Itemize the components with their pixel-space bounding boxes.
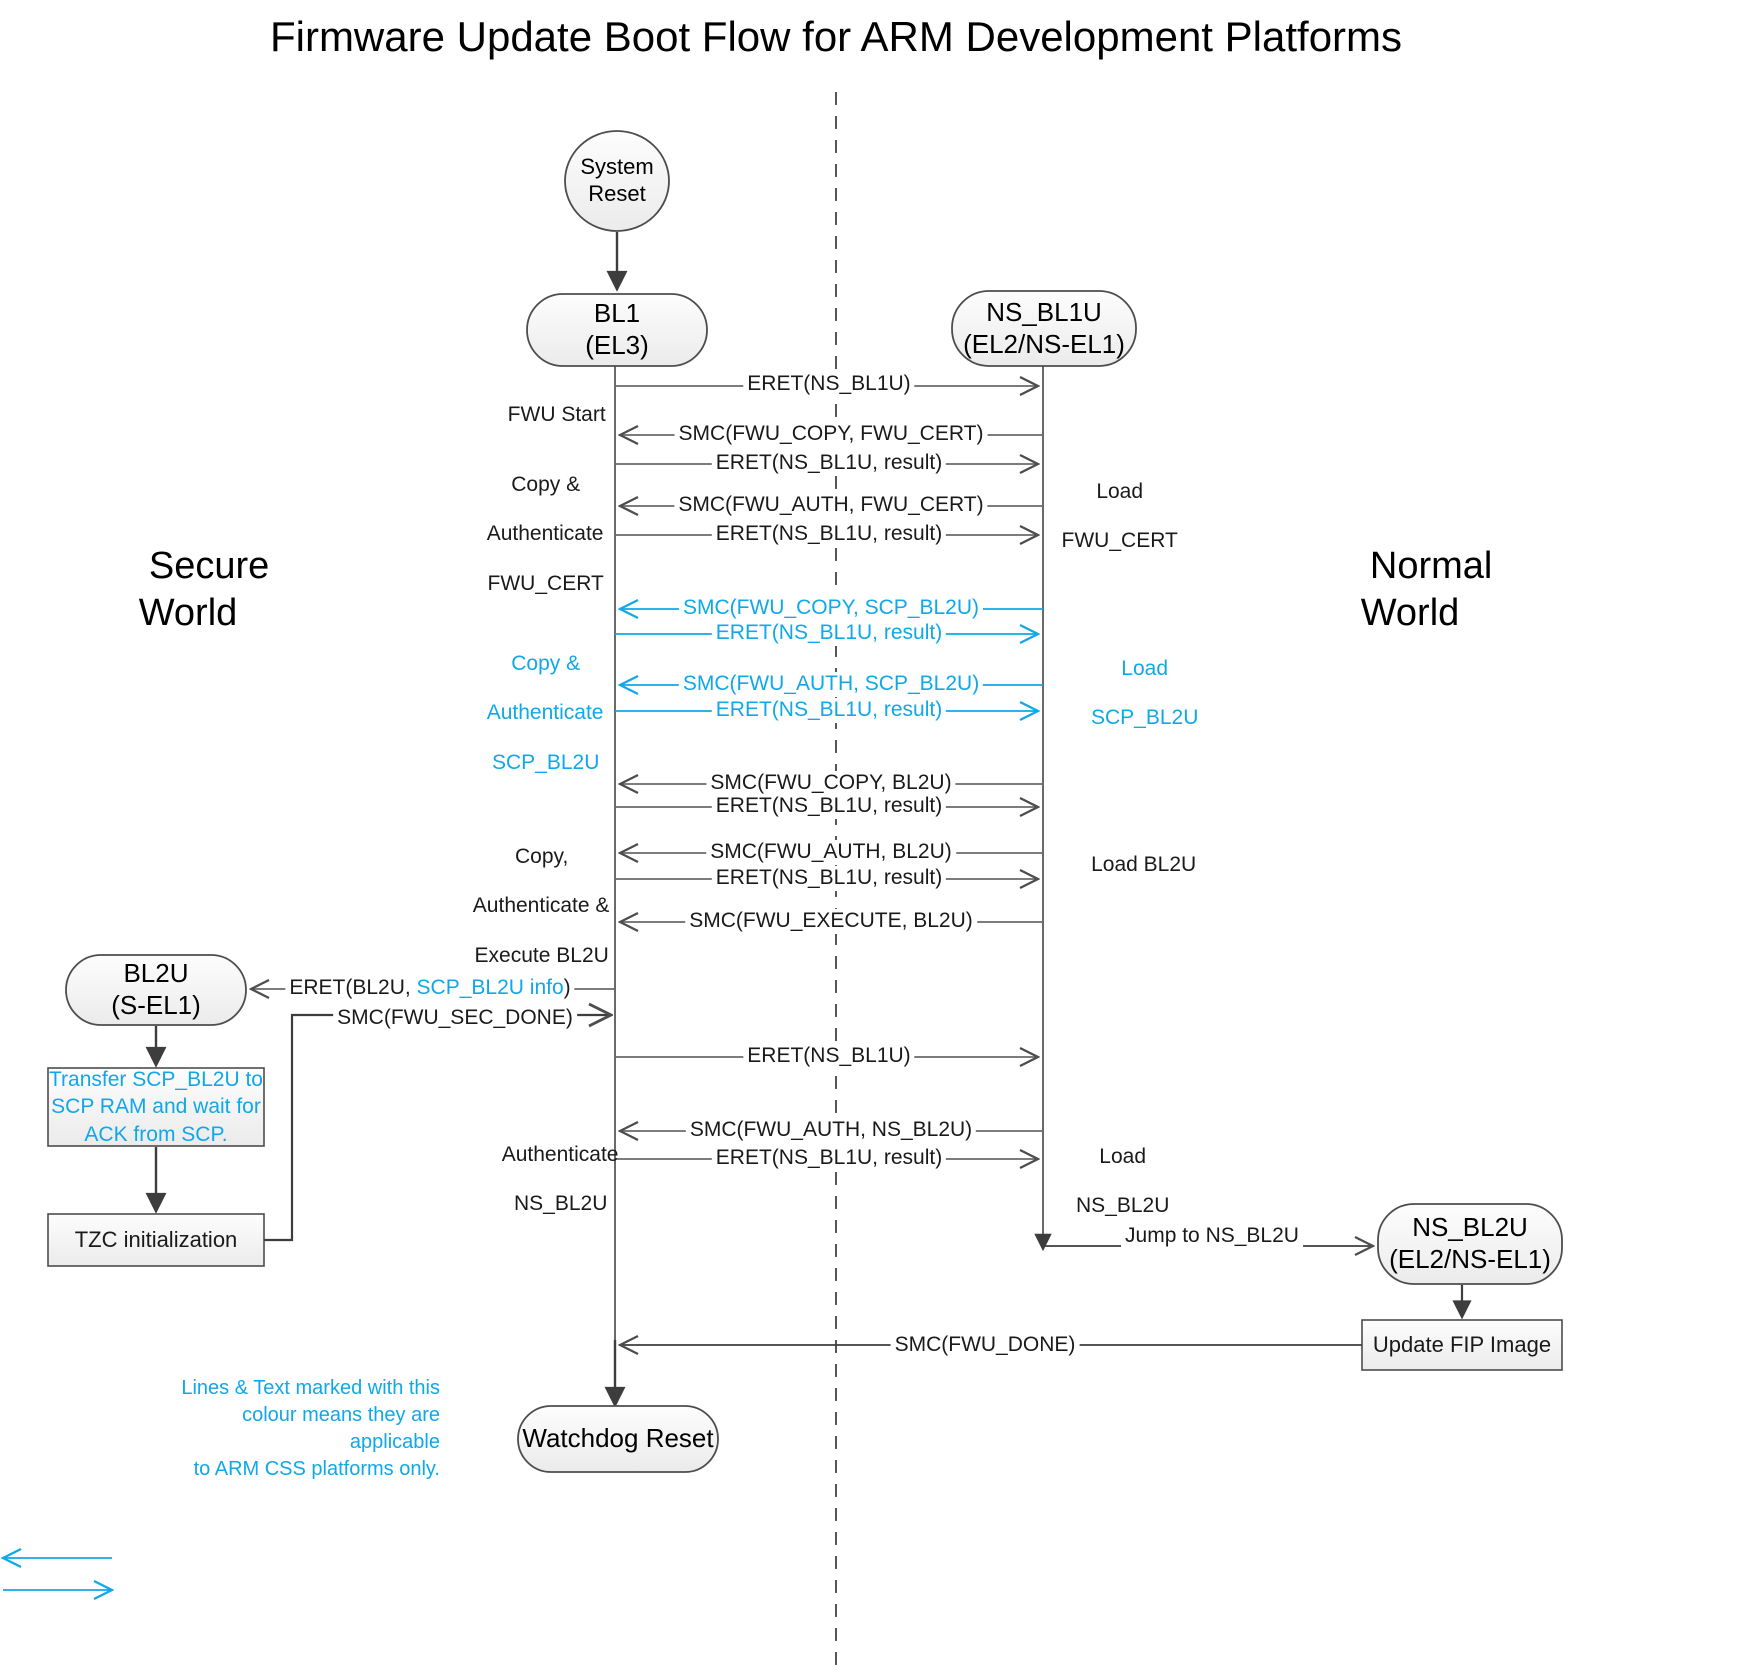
msg-label-m5: ERET(NS_BL1U, result) [711,522,947,547]
msg-label-m6: SMC(FWU_COPY, SCP_BL2U) [678,596,984,621]
annotation-authenticate-ns-bl2u: Authenticate NS_BL2U [501,1142,619,1216]
msg-label-m2: SMC(FWU_COPY, FWU_CERT) [674,422,988,447]
msg-label-m16: ERET(NS_BL1U) [743,1044,915,1069]
box-label-transfer-scp: Transfer SCP_BL2U to SCP RAM and wait fo… [49,1068,263,1146]
annotation-copy-auth-exec-bl2u: Copy, Authenticate & Execute BL2U [472,844,610,967]
annotation-load-bl2u: Load BL2U [1091,852,1197,876]
annotation-load-ns-bl2u: Load NS_BL2U [1075,1144,1170,1218]
msg-label-m4: SMC(FWU_AUTH, FWU_CERT) [674,493,988,518]
msg-label-m12: SMC(FWU_AUTH, BL2U) [706,840,956,865]
node-ns-bl2u [1377,1203,1563,1285]
node-bl1 [526,293,708,367]
msg-label-m7: ERET(NS_BL1U, result) [711,621,947,646]
msg-label-m9: ERET(NS_BL1U, result) [711,698,947,723]
annotation-load-scp-bl2u: Load SCP_BL2U [1090,656,1199,730]
eret-bl2u-prefix: ERET(BL2U, [289,976,417,999]
box-transfer-scp [47,1067,265,1147]
node-system-reset [564,130,670,232]
box-update-fip [1361,1319,1563,1371]
msg-label-m10: SMC(FWU_COPY, BL2U) [706,771,956,796]
msg-label-m14: SMC(FWU_EXECUTE, BL2U) [685,909,977,934]
node-bl2u [65,954,247,1026]
msg-label-m18: ERET(NS_BL1U, result) [711,1146,947,1171]
msg-label-m20: SMC(FWU_DONE) [890,1333,1080,1358]
msg-label-m3: ERET(NS_BL1U, result) [711,451,947,476]
annotation-fwu-start: FWU Start [507,402,606,426]
node-ns-bl1u [951,290,1137,367]
box-label-update-fip: Update FIP Image [1372,1331,1552,1357]
box-label-tzc-init: TZC initialization [74,1226,238,1252]
msg-label-m11: ERET(NS_BL1U, result) [711,794,947,819]
msg-label-eret-bl2u: ERET(BL2U, SCP_BL2U info) [285,976,575,1001]
page-title: Firmware Update Boot Flow for ARM Develo… [269,13,1403,60]
annotation-copy-auth-fwu-cert: Copy & Authenticate FWU_CERT [486,472,604,595]
node-watchdog-reset [517,1405,719,1473]
msg-label-m8: SMC(FWU_AUTH, SCP_BL2U) [678,672,984,697]
msg-label-m17: SMC(FWU_AUTH, NS_BL2U) [685,1118,977,1143]
msg-label-m13: ERET(NS_BL1U, result) [711,866,947,891]
msg-label-m1: ERET(NS_BL1U) [743,372,915,397]
msg-label-m15: SMC(FWU_SEC_DONE) [333,1006,577,1031]
legend-text: Lines & Text marked with this colour mea… [181,1377,440,1480]
annotation-load-fwu-cert: Load FWU_CERT [1061,479,1178,553]
eret-bl2u-suffix: ) [563,976,571,999]
annotation-copy-auth-scp-bl2u: Copy & Authenticate SCP_BL2U [486,651,604,774]
eret-bl2u-highlight: SCP_BL2U info [416,976,564,999]
msg-label-m19: Jump to NS_BL2U [1121,1224,1303,1249]
box-tzc-init [47,1213,265,1267]
